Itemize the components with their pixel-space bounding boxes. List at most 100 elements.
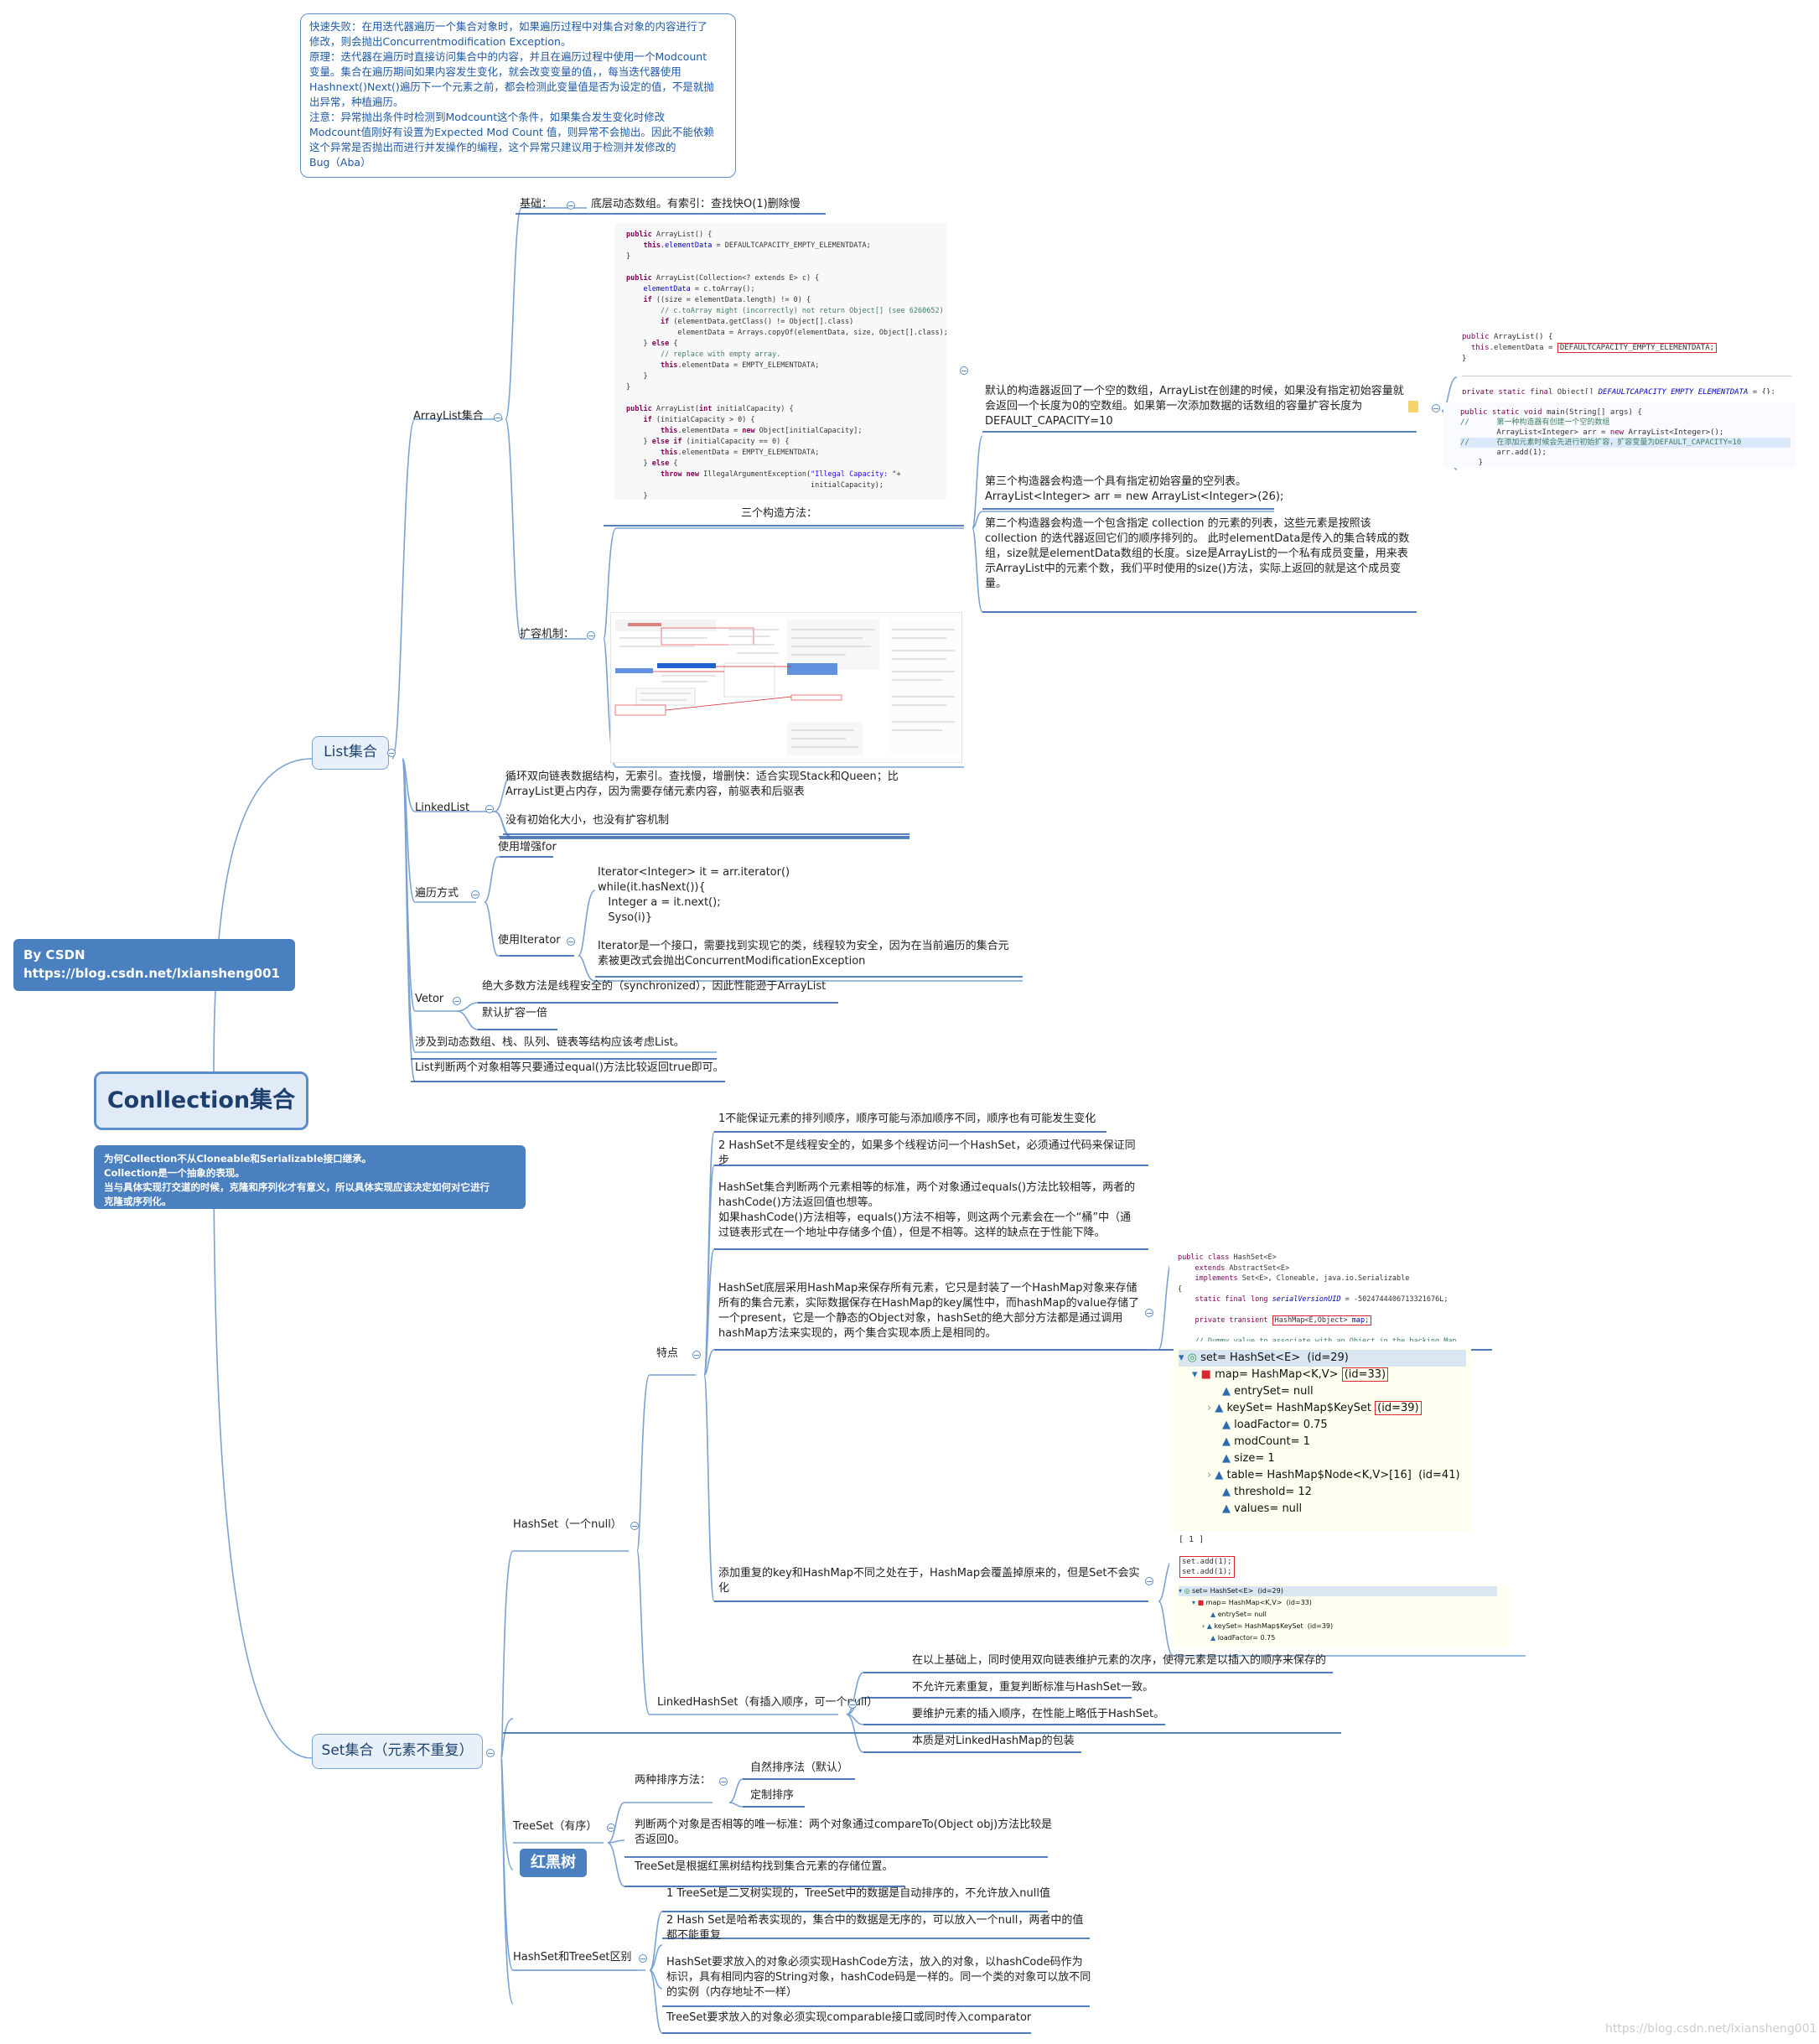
debug-row-map[interactable]: map= HashMap<K,V> [1215,1368,1339,1381]
debug-row-values[interactable]: values= null [1234,1502,1303,1515]
three-constructors-label: 三个构造方法： [741,507,818,520]
collapse-icon[interactable] [471,890,479,899]
collapse-icon[interactable] [848,1700,857,1709]
treeset-text-2: TreeSet是根据红黑树结构找到集合元素的存储位置。 [635,1860,894,1873]
collapse-icon[interactable] [719,1777,728,1786]
by-csdn-title: By CSDN [23,947,86,962]
iterator-label[interactable]: 使用Iterator [498,934,561,947]
collapse-icon[interactable] [960,366,968,375]
collapse-icon[interactable] [587,631,595,640]
expansion-diagram-drawing [614,620,959,755]
debug-row-map-id: (id=33) [1341,1367,1389,1382]
root-note-line: 为何Collection不从Cloneable和Serializable接口继承… [104,1153,372,1165]
hashset-feature-2: 2 HashSet不是线程安全的，如果多个线程访问一个HashSet，必须通过代… [718,1139,1154,1169]
hashset-node[interactable]: HashSet（一个null） [513,1518,622,1531]
linkedhashset-text-1: 在以上基础上，同时使用双向链表维护元素的次序，使得元素是以插入的顺序来保存的 [912,1654,1327,1667]
collapse-icon[interactable] [1145,1577,1153,1585]
feature-line: 添加重复的key和HashMap不同之处在于，HashMap会覆盖掉原来的，但是… [718,1567,1140,1580]
debug-row-size[interactable]: size= 1 [1234,1452,1275,1465]
iterator-code-line: Integer a = it.next(); [598,896,721,909]
by-csdn-url: https://blog.csdn.net/lxiansheng001 [23,966,280,981]
feature-line: 步 [718,1154,730,1167]
diff-line: HashSet要求放入的对象必须实现HashCode方法，放入的对象，以hash… [666,1956,1083,1969]
note-line: 出异常，种植遍历。 [309,96,404,108]
basic-label: 基础： [520,198,553,210]
debug-row-keyset-id: (id=39) [1375,1401,1422,1415]
iterator-code-line: Iterator<Integer> it = arr.iterator() [598,866,790,879]
iterator-desc: Iterator是一个接口，需要找到实现它的类，线程较为安全，因为在当前遍历的集… [598,939,1034,969]
feature-line: HashSet底层采用HashMap来保存所有元素，它只是封装了一个HashMa… [718,1282,1138,1294]
treeset-node[interactable]: TreeSet（有序） [513,1820,598,1833]
debug-row-set[interactable]: set= HashSet<E> (id=29) [1200,1351,1349,1364]
list-branch[interactable]: List集合 [312,736,389,770]
arraylist-node[interactable]: ArrayList集合 [413,410,484,423]
treeset-line: 判断两个对象是否相等的唯一标准：两个对象通过compareTo(Object o… [635,1818,1053,1831]
collapse-icon[interactable] [567,201,575,210]
note-line: Modcount值刚好有设置为Expected Mod Count 值，则异常不… [309,126,714,138]
collapse-icon[interactable] [1145,1309,1153,1317]
diff-node[interactable]: HashSet和TreeSet区别 [513,1951,632,1964]
watermark: https://blog.csdn.net/lxiansheng001 [1605,2022,1817,2036]
expansion-diagram-image [610,612,962,763]
treeset-text-1: 判断两个对象是否相等的唯一标准：两个对象通过compareTo(Object o… [635,1818,1070,1848]
iterator-code-line: Syso(i)} [598,911,653,924]
collapse-icon[interactable] [692,1351,701,1359]
hashset-feature-1: 1不能保证元素的排列顺序，顺序可能与添加顺序不同，顺序也有可能发生变化 [718,1113,1096,1125]
note-line: Bug（Aba） [309,156,371,169]
features-label: 特点 [656,1347,679,1360]
arraylist-constructors-code: public ArrayList() { this.elementData = … [614,223,946,500]
note-line: 修改，则会抛出Concurrentmodification Exception。 [309,35,572,48]
ctor2-line: 组，size就是elementData数组的长度。size是ArrayList的… [985,547,1408,560]
note-icon[interactable] [1408,401,1418,412]
basic-text: 底层动态数组。有索引：查找快O(1)删除慢 [591,198,801,210]
collapse-icon[interactable] [453,997,461,1005]
debug-variables-panel: ▾ ◎ set= HashSet<E> (id=29) ▾ ■ map= Has… [1174,1348,1471,1531]
feature-line: 化 [718,1582,730,1595]
set-branch[interactable]: Set集合（元素不重复） [312,1734,483,1769]
expand-label: 扩容机制： [520,628,575,641]
debug-row-table[interactable]: table= HashMap$Node<K,V>[16] (id=41) [1226,1469,1460,1481]
collapse-icon[interactable] [567,937,575,946]
red-black-tree-badge: 红黑树 [520,1849,587,1877]
collapse-icon[interactable] [607,1824,615,1832]
diff-text-1: 1 TreeSet是二叉树实现的，TreeSet中的数据是自动排序的，不允许放入… [666,1887,1050,1900]
linkedlist-node[interactable]: LinkedList [415,802,470,814]
debug-row-threshold[interactable]: threshold= 12 [1234,1486,1312,1498]
traverse-node[interactable]: 遍历方式 [415,887,459,900]
diff-line: 的实例（内存地址不一样） [666,1986,798,1999]
collapse-icon[interactable] [485,805,494,813]
debug-row-entryset[interactable]: entrySet= null [1234,1385,1314,1398]
linkedlist-text-1: 循环双向链表数据结构，无索引。查找慢，增删快：适合实现Stack和Queen；比… [505,770,916,800]
debug-row-keyset[interactable]: keySet= HashMap$KeySet [1226,1402,1371,1414]
debug-row-modcount[interactable]: modCount= 1 [1234,1435,1310,1448]
diff-text-4: TreeSet要求放入的对象必须实现comparable接口或同时传入compa… [666,2011,1032,2024]
vector-node[interactable]: Vetor [415,993,444,1005]
linkedhashset-text-3: 要维护元素的插入顺序，在性能上略低于HashSet。 [912,1708,1165,1720]
default-ctor-code-snippet: public ArrayList() { this.elementData = … [1457,327,1796,394]
list-extra-1: 涉及到动态数组、栈、队列、链表等结构应该考虑List。 [415,1036,685,1049]
sort-methods-label: 两种排序方法： [635,1774,712,1787]
note-line: 这个异常是否抛出而进行并发操作的编程，这个异常只建议用于检测并发修改的 [309,141,676,153]
ctor3-line: 第三个构造器会构造一个具有指定初始容量的空列表。 [985,475,1247,488]
debug-footer: [ 1 ] [1174,1531,1471,1549]
collapse-icon[interactable] [486,1749,495,1757]
note-line: 快速失败：在用迭代器遍历一个集合对象时，如果遍历过程中对集合对象的内容进行了 [309,20,708,33]
feature-line: 所有的集合元素，实际数据保存在HashMap的key属性中，而hashMap的v… [718,1297,1140,1310]
hashset-class-code: public class HashSet<E> extends Abstract… [1169,1248,1496,1341]
diff-text-3: HashSet要求放入的对象必须实现HashCode方法，放入的对象，以hash… [666,1955,1102,2000]
ctor2-line: collection 的迭代器返回它们的顺序排列的。 此时elementData… [985,532,1410,545]
root-to-set-link [213,1146,313,1759]
foreach-text: 使用增强for [498,841,557,853]
root-topic[interactable]: Conllection集合 [94,1071,308,1130]
linkedhashset-node[interactable]: LinkedHashSet（有插入顺序，可一个null） [657,1696,878,1709]
feature-line: 2 HashSet不是线程安全的，如果多个线程访问一个HashSet，必须通过代… [718,1139,1136,1152]
debug-row-loadfactor[interactable]: loadFactor= 0.75 [1234,1419,1328,1431]
linkedlist-line: 循环双向链表数据结构，无索引。查找慢，增删快：适合实现Stack和Queen；比 [505,770,899,783]
collapse-icon[interactable] [1432,404,1440,412]
collapse-icon[interactable] [494,413,502,422]
collapse-icon[interactable] [630,1522,639,1530]
ctor1-line: 会返回一个长度为0的空数组。如果第一次添加数据的话数组的容量扩容长度为 [985,400,1363,412]
linkedlist-line: ArrayList更占内存，因为需要存储元素内容，前驱表和后驱表 [505,786,805,798]
collapse-icon[interactable] [387,749,396,757]
collapse-icon[interactable] [639,1954,647,1963]
